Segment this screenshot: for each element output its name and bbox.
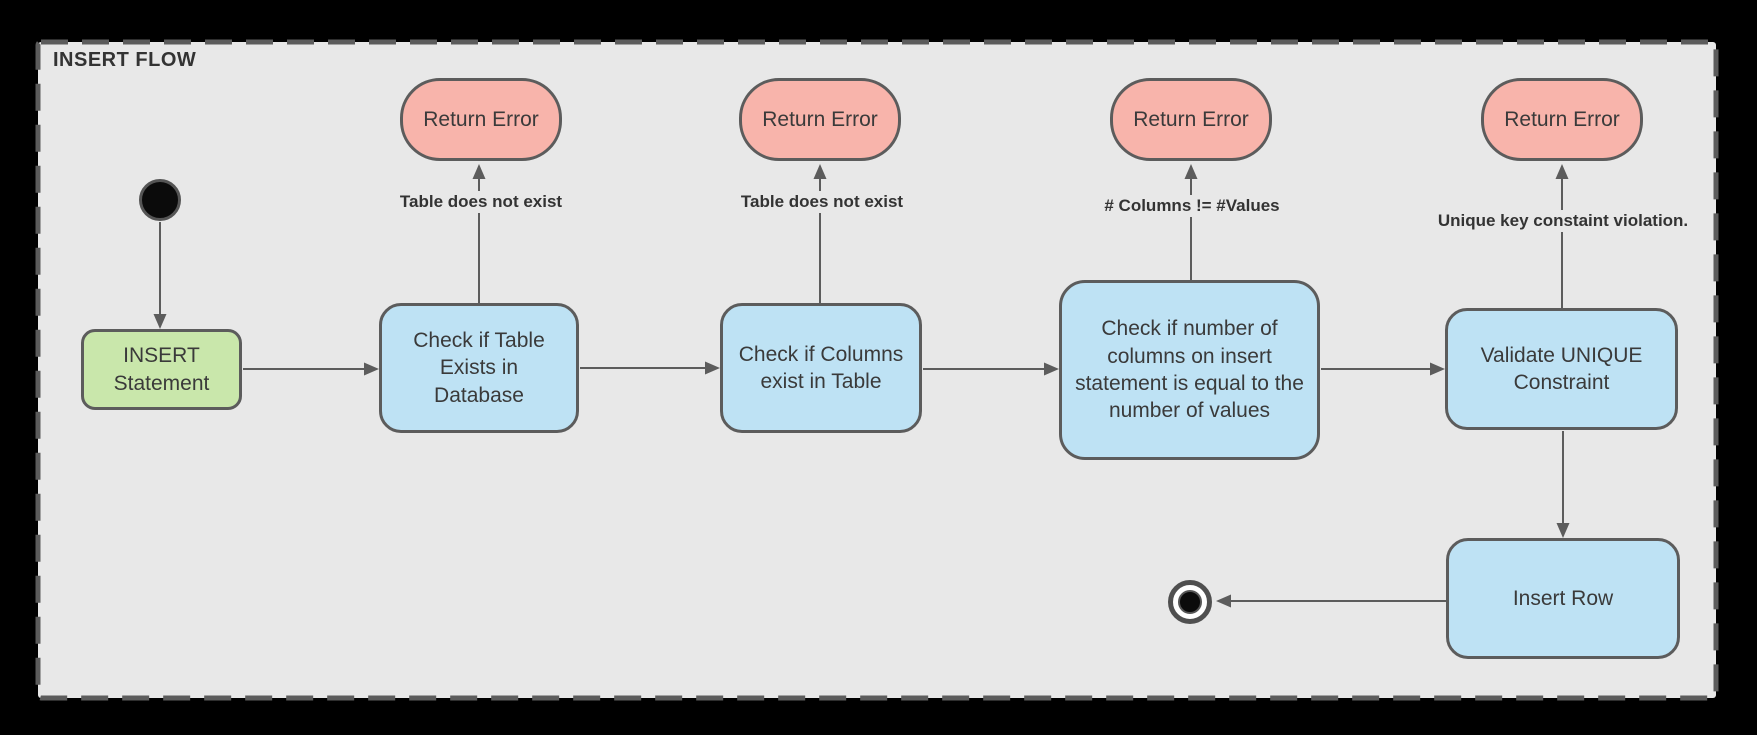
arrowhead-down-icon — [1556, 523, 1570, 538]
arrowhead-right-icon — [705, 361, 720, 375]
arrowhead-right-icon — [1044, 362, 1059, 376]
node-check-columns-exist: Check if Columns exist in Table — [720, 303, 922, 433]
edge-label-table-not-exist-2: Table does not exist — [736, 191, 908, 213]
diagram-title: INSERT FLOW — [53, 49, 197, 71]
node-check-table-exists: Check if Table Exists in Database — [379, 303, 579, 433]
node-insert-statement: INSERT Statement — [81, 329, 242, 410]
node-return-error-3: Return Error — [1110, 78, 1272, 161]
arrowhead-right-icon — [1430, 362, 1445, 376]
arrowhead-up-icon — [813, 164, 827, 179]
node-insert-row: Insert Row — [1446, 538, 1680, 659]
final-state-inner-dot — [1178, 590, 1202, 614]
edge-insert-row-to-final-state — [1216, 594, 1446, 608]
edge-insert-statement-to-check-table — [243, 362, 379, 376]
arrowhead-up-icon — [1184, 164, 1198, 179]
edge-check-count-to-validate-unique — [1321, 362, 1445, 376]
node-return-error-1: Return Error — [400, 78, 562, 161]
node-return-error-4: Return Error — [1481, 78, 1643, 161]
node-check-column-value-count: Check if number of columns on insert sta… — [1059, 280, 1320, 460]
arrowhead-right-icon — [364, 362, 379, 376]
start-state-icon — [139, 179, 181, 221]
arrowhead-up-icon — [1555, 164, 1569, 179]
edge-label-unique-violation: Unique key constaint violation. — [1433, 210, 1693, 232]
edge-validate-unique-to-return-error-4 — [1555, 164, 1569, 308]
edge-start-to-insert-statement — [153, 222, 167, 329]
node-return-error-2: Return Error — [739, 78, 901, 161]
edge-check-columns-to-check-count — [923, 362, 1059, 376]
edge-label-columns-values-mismatch: # Columns != #Values — [1100, 195, 1284, 217]
arrowhead-down-icon — [153, 314, 167, 329]
arrowhead-up-icon — [472, 164, 486, 179]
final-state-icon — [1168, 580, 1212, 624]
node-validate-unique-constraint: Validate UNIQUE Constraint — [1445, 308, 1678, 430]
arrowhead-left-icon — [1216, 594, 1231, 608]
edge-check-table-to-check-columns — [580, 361, 720, 375]
edge-label-table-not-exist-1: Table does not exist — [395, 191, 567, 213]
edge-validate-unique-to-insert-row — [1556, 431, 1570, 538]
